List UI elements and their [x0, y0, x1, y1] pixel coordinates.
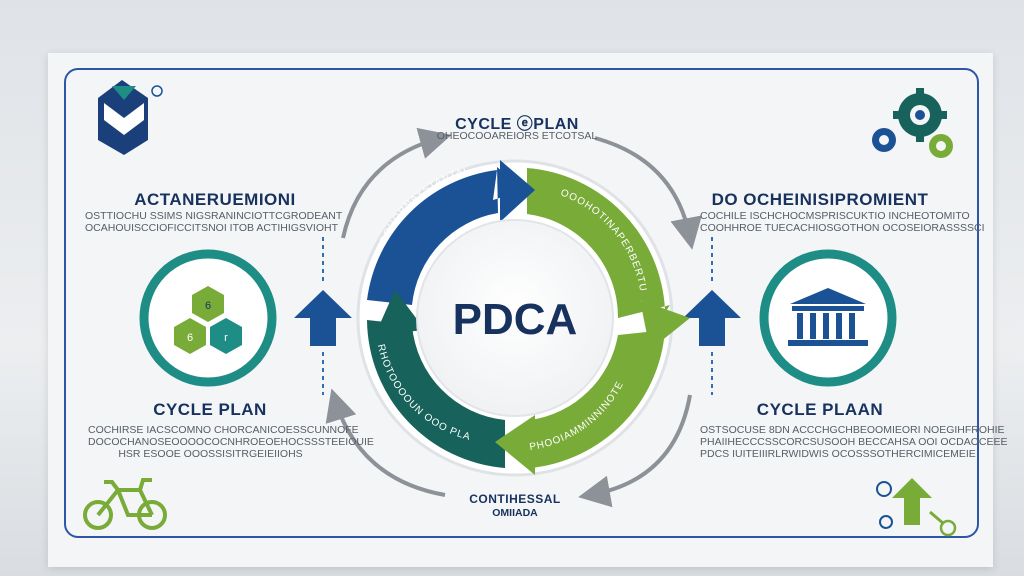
- left-bottom-line-3: HSR ESOOE OOOSSISITRGEIEIIOHS: [118, 448, 303, 460]
- right-bottom-line-1: OSTSOCUSE 8DN ACCCHGCHBEOOMIEORI NOEGIHF…: [700, 424, 1005, 436]
- gears-icon: [872, 88, 953, 158]
- right-top-line-2: COOHHROE TUECACHIOSGOTHON OCOSEIORASSSSC…: [700, 222, 985, 234]
- dashed-guides: [322, 237, 713, 395]
- top-subtitle: OHEOCOOAREIORS ETCOTSAL: [436, 130, 598, 142]
- left-top-title: ACTANERUEMIONI: [134, 190, 296, 209]
- arc-tip-top-right: [640, 300, 690, 350]
- center-label: PDCA: [453, 295, 578, 344]
- left-up-arrow: [294, 290, 352, 346]
- top-title: CYCLE ⓔPLAN: [455, 116, 579, 133]
- arc-segment-bottom-right: [530, 330, 665, 468]
- center-disc: [416, 219, 614, 417]
- left-node: 6 6 r: [139, 249, 277, 387]
- arc-tip-bottom-right: [495, 415, 535, 475]
- svg-text:6: 6: [187, 332, 193, 344]
- arrow-bottom-left: [325, 388, 446, 497]
- arc-tip-top-left: [500, 160, 535, 222]
- bicycle-icon: [83, 478, 167, 530]
- arc-segment-top-left: [367, 167, 525, 305]
- left-bottom-title: CYCLE PLAN: [153, 400, 267, 419]
- right-bottom-title: CYCLE PLAAN: [756, 400, 884, 419]
- right-top-line-1: COCHILE ISCHCHOCMSPRISCUKTIO INCHEOTOMIT…: [700, 210, 970, 222]
- arc-segment-bottom-left: [367, 320, 505, 468]
- hexagon-blocks-icon: 6 6 r: [174, 286, 242, 354]
- outer-cycle-arrows: [325, 127, 702, 508]
- arrow-top-right: [594, 136, 702, 250]
- left-bottom-line-1: COCHIRSE IACSCOMNO CHORCANICOESSCUNNOFE: [88, 424, 359, 436]
- arrow-top-left: [341, 127, 452, 239]
- svg-text:r: r: [224, 332, 228, 344]
- left-top-line-1: OSTTIOCHU SSIMS NIGSRANINCIOTTCGRODEANT: [85, 210, 343, 222]
- right-bottom-line-3: PDCS IUITEIIIRLRWIDWIS OCOSSSOTHERCIMICE…: [700, 448, 976, 460]
- right-bottom-line-2: PHAIIHECCCSSCORCSUSOOH BECCAHSA OOI OCDA…: [700, 436, 1008, 448]
- arc-tip-bottom-left: [375, 290, 425, 335]
- arc-segment-top-right: [527, 168, 670, 335]
- diagram-frame: [64, 68, 979, 538]
- bottom-title: CONTIHESSAL: [469, 492, 561, 506]
- right-top-title: DO OCHEINISIPROMIENT: [711, 190, 929, 209]
- shield-logo-icon: [98, 80, 163, 155]
- left-top-line-2: OCAHOUISCCIOFICCITSNOI ITOB ACTIHIGSVIOH…: [85, 222, 338, 234]
- right-up-arrow: [683, 290, 741, 346]
- svg-text:6: 6: [205, 300, 211, 312]
- growth-arrow-icon: [876, 478, 957, 537]
- bottom-subtitle: OMIIADA: [492, 507, 538, 519]
- arrow-bottom-right: [578, 394, 692, 508]
- left-bottom-line-2: DOCOCHANOSEOOOOCOCNHROEOEHOCSSSTEEIOUIE: [88, 436, 374, 448]
- bank-building-icon: [788, 288, 868, 346]
- right-node: [759, 249, 897, 387]
